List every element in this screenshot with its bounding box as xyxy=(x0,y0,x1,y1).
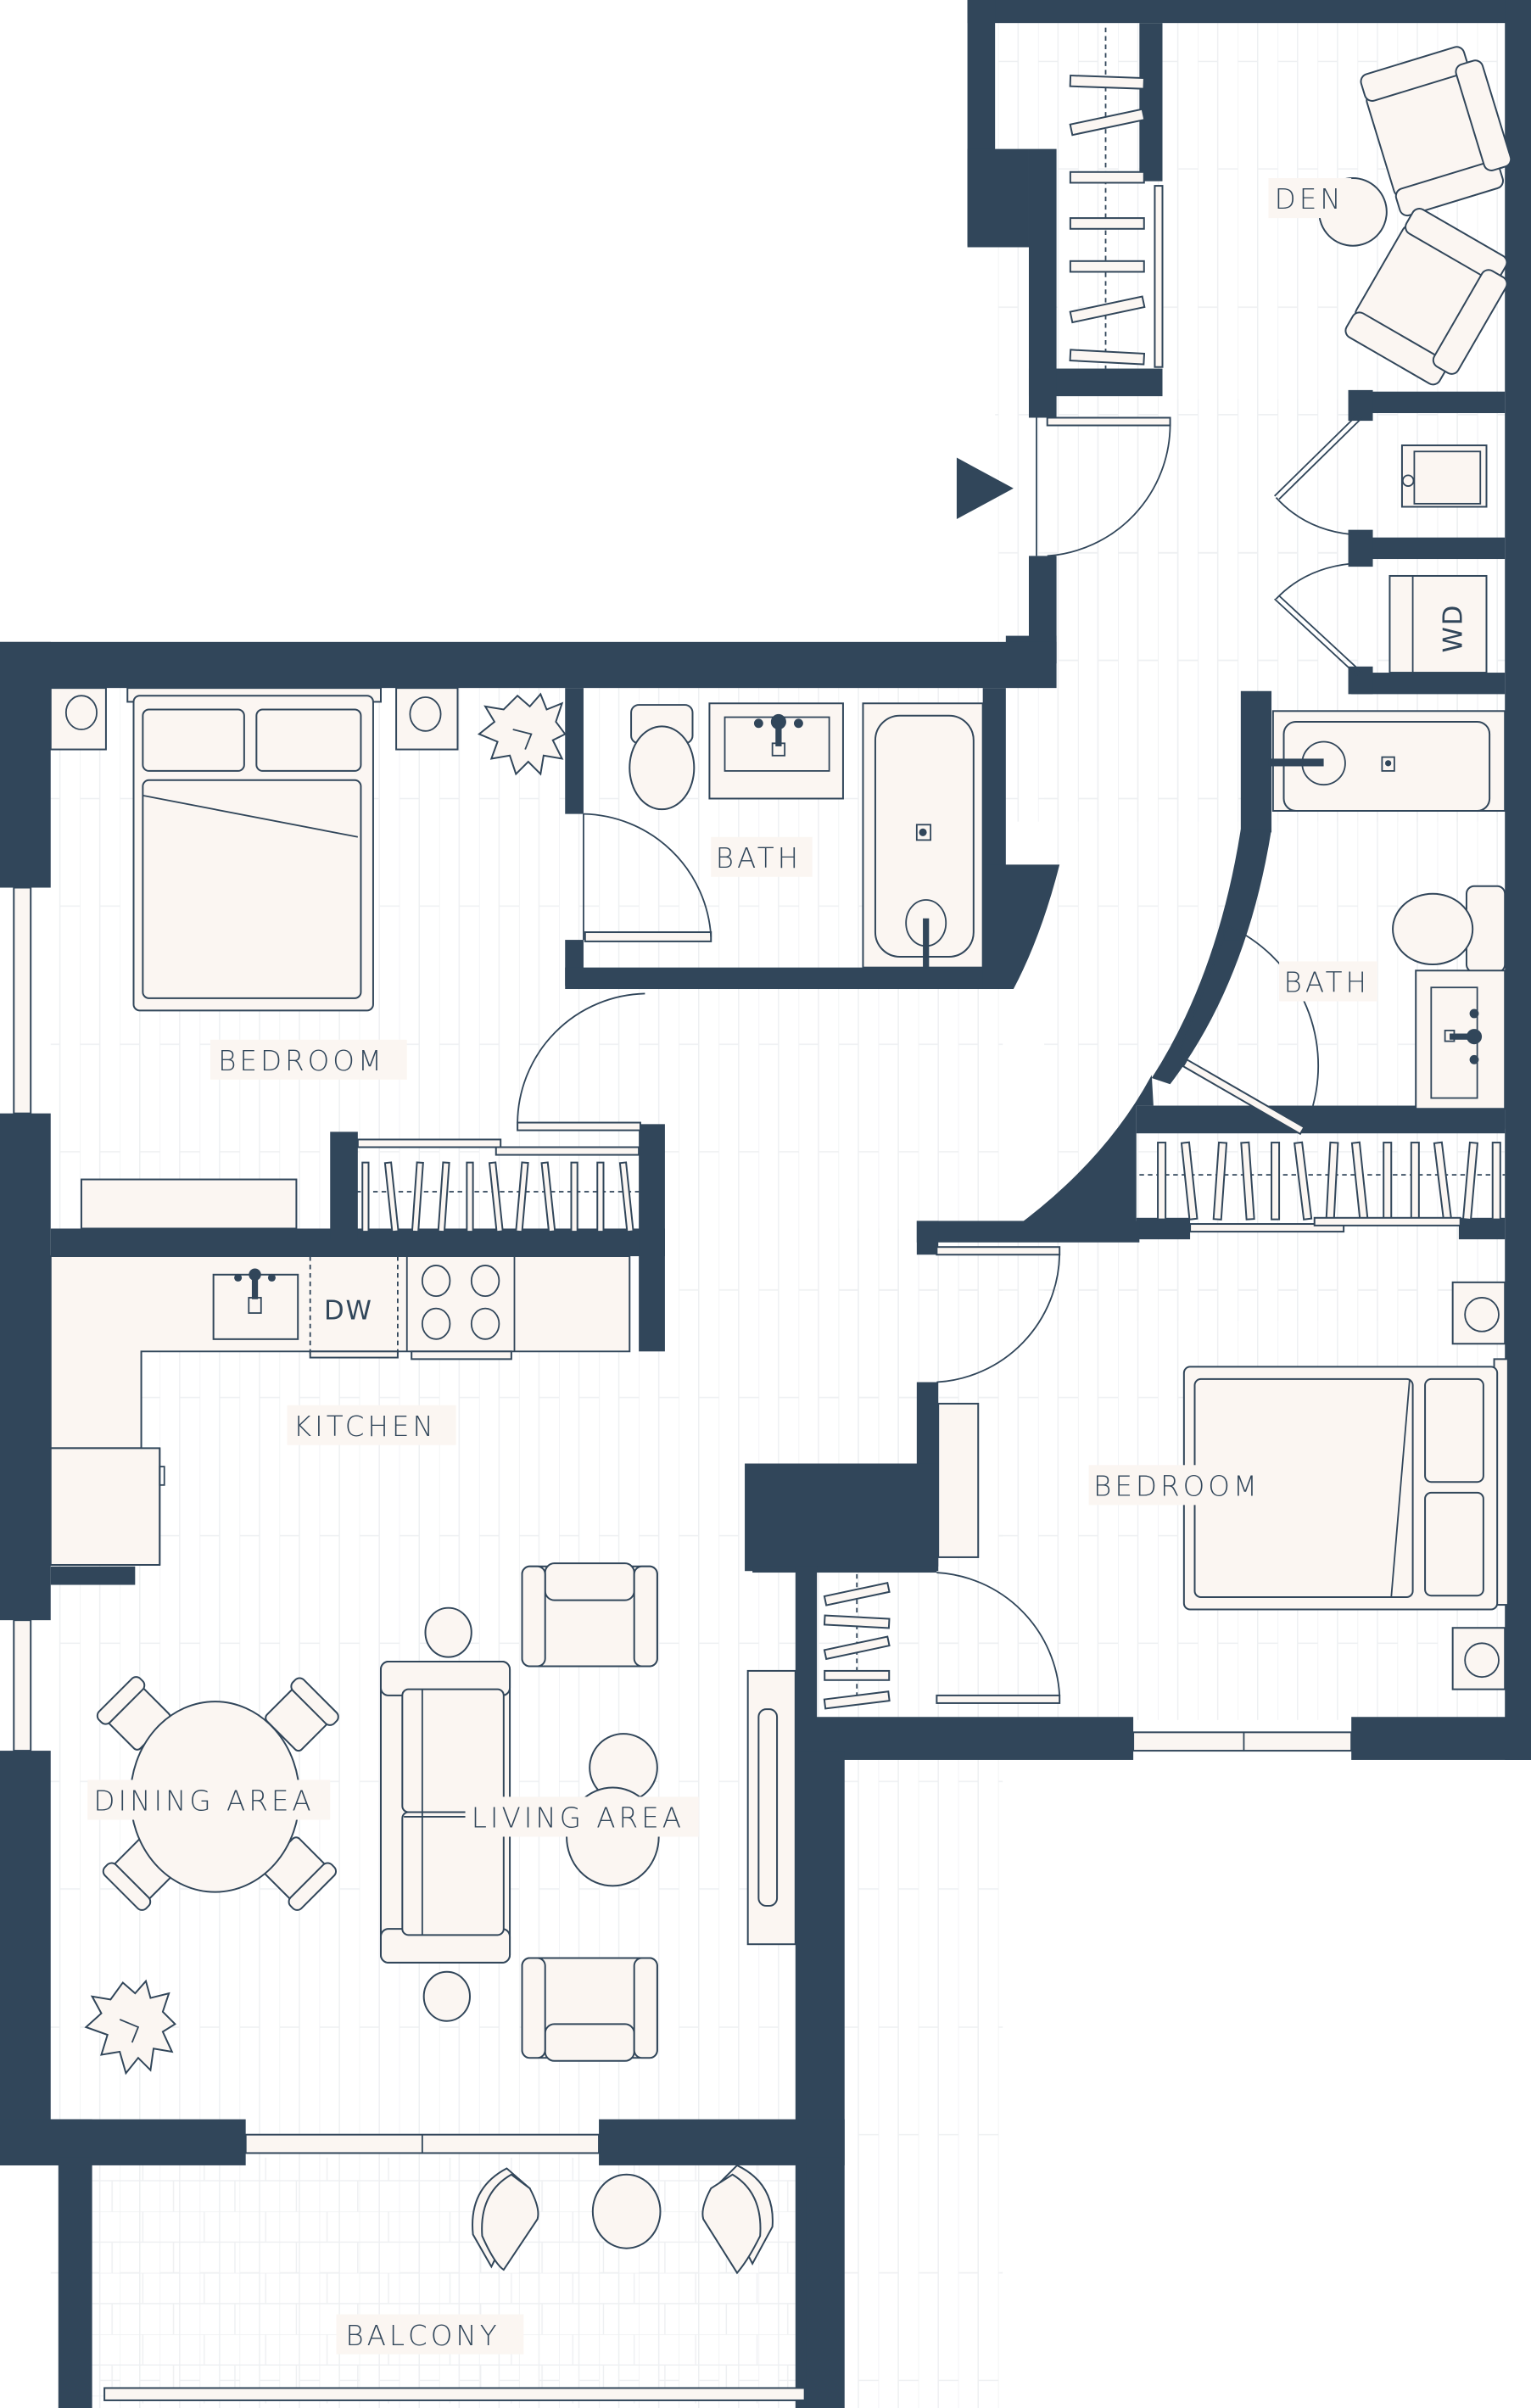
side-table xyxy=(422,1970,471,2022)
room-bath-1: BATH xyxy=(583,702,984,969)
nightstand xyxy=(395,687,459,751)
nightstand xyxy=(49,687,107,751)
plant xyxy=(84,1979,176,2076)
dishwasher: DW xyxy=(309,1256,399,1359)
tv-console xyxy=(746,1669,796,1946)
lounge-chair xyxy=(701,2164,774,2275)
room-living: LIVING AREA xyxy=(379,1562,796,2062)
bathtub xyxy=(862,702,984,969)
refrigerator xyxy=(49,1447,161,1566)
closet-hangers xyxy=(361,1161,634,1233)
water-heater xyxy=(1400,444,1488,508)
washer-dryer xyxy=(1389,574,1488,674)
appliance-label-wd: WD xyxy=(1439,604,1469,653)
nightstand xyxy=(1451,1281,1506,1345)
armchair xyxy=(521,1562,658,1668)
nightstand xyxy=(1451,1627,1506,1690)
dining-chair xyxy=(265,1677,339,1752)
room-dining: DINING AREA xyxy=(84,1676,339,2076)
room-label-bedroom-1: BEDROOM xyxy=(218,1045,385,1077)
room-bedroom-2: BEDROOM xyxy=(823,1246,1509,1710)
room-label-bath-1: BATH xyxy=(716,842,802,874)
lounge-chair xyxy=(472,2167,539,2271)
side-table xyxy=(424,1606,472,1658)
closet-hangers xyxy=(823,1573,891,1710)
room-balcony: BALCONY xyxy=(336,2164,774,2355)
room-bedroom-1: BEDROOM xyxy=(49,687,645,1233)
balcony-table xyxy=(591,2173,662,2249)
armchair xyxy=(521,1957,658,2062)
dresser xyxy=(937,1402,980,1558)
room-label-den: DEN xyxy=(1275,183,1344,215)
room-bath-2: BATH xyxy=(1178,710,1506,1136)
bed xyxy=(126,687,382,1012)
closet-hangers xyxy=(1069,74,1146,366)
plant xyxy=(477,692,567,776)
bed xyxy=(1182,1358,1509,1611)
room-den: DEN xyxy=(1069,27,1512,386)
room-kitchen: DW KITCHEN xyxy=(49,1255,631,1566)
room-label-kitchen: KITCHEN xyxy=(293,1411,437,1443)
sink xyxy=(708,702,844,800)
sofa xyxy=(379,1661,511,1964)
desk xyxy=(80,1178,298,1230)
toilet xyxy=(1392,885,1506,974)
appliance-label-dw: DW xyxy=(324,1295,373,1326)
laundry-closet: WD xyxy=(1274,414,1488,677)
stove xyxy=(405,1256,516,1360)
closet-bedroom-2-north xyxy=(1139,1141,1506,1233)
armchair xyxy=(1344,208,1508,386)
kitchen-sink xyxy=(212,1268,299,1340)
windows xyxy=(13,886,1353,2401)
room-label-balcony: BALCONY xyxy=(345,2320,500,2352)
room-label-bath-2: BATH xyxy=(1284,967,1370,999)
room-label-bedroom-2: BEDROOM xyxy=(1093,1471,1260,1503)
entry-arrow-icon xyxy=(956,457,1014,519)
room-label-dining: DINING AREA xyxy=(93,1785,314,1818)
room-label-living: LIVING AREA xyxy=(472,1802,684,1835)
armchair xyxy=(1360,46,1512,217)
entry-door[interactable] xyxy=(956,416,1171,557)
sink xyxy=(1415,969,1506,1110)
